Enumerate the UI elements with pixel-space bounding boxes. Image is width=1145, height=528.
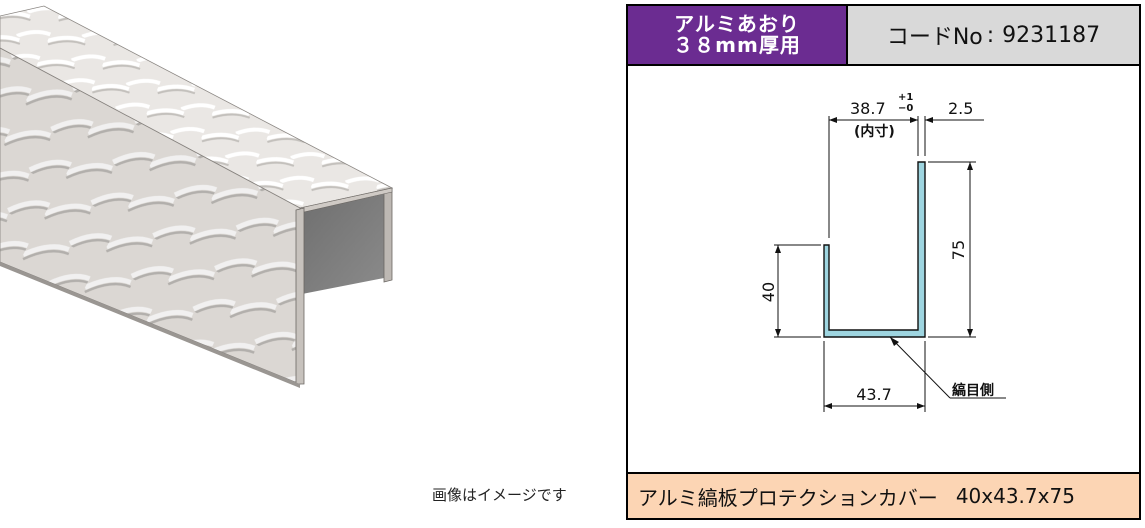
image-disclaimer-caption: 画像はイメージです (432, 486, 567, 504)
dim-inner-width: 38.7 (850, 99, 886, 118)
left-height-dimension (774, 244, 821, 338)
spec-sheet: アルミあおり ３８mm厚用 コードNo : 9231187 38.7 +1 −0… (626, 4, 1141, 520)
pattern-side-label: 縞目側 (952, 382, 994, 399)
dim-right-height: 75 (949, 240, 968, 260)
dim-left-height: 40 (759, 282, 778, 302)
dim-outer-width: 43.7 (856, 385, 892, 404)
arrow-inner-right (910, 117, 918, 123)
product-title-line2: ３８mm厚用 (673, 33, 801, 57)
product-code-label: コードNo (886, 25, 983, 50)
product-title-box: アルミあおり ３８mm厚用 (628, 6, 848, 66)
pattern-side-leader (889, 336, 1006, 399)
arrow-thickness (925, 117, 933, 123)
dim-thickness: 2.5 (948, 99, 973, 118)
dim-inner-note: (内寸) (854, 123, 895, 140)
arrow-inner-left (829, 117, 837, 123)
bottom-width-dimension (823, 341, 926, 412)
product-spec: 40x43.7x75 (955, 484, 1075, 508)
dim-tolerance-lower: −0 (898, 103, 913, 114)
top-dimensions (828, 116, 984, 238)
dim-tolerance-upper: +1 (898, 92, 913, 103)
product-code-value: 9231187 (1002, 22, 1101, 48)
cross-section-drawing: 38.7 +1 −0 (内寸) 2.5 75 40 43.7 (759, 92, 1006, 412)
product-name-bar: アルミ縞板プロテクションカバー 40x43.7x75 (628, 472, 1139, 518)
product-code-separator: : (986, 22, 995, 48)
product-title-line1: アルミあおり (674, 12, 800, 36)
channel-profile (823, 161, 926, 338)
product-render-image (0, 5, 394, 388)
product-code-box: コードNo : 9231187 (848, 6, 1139, 66)
product-name: アルミ縞板プロテクションカバー (638, 485, 938, 510)
right-height-dimension (928, 161, 976, 338)
